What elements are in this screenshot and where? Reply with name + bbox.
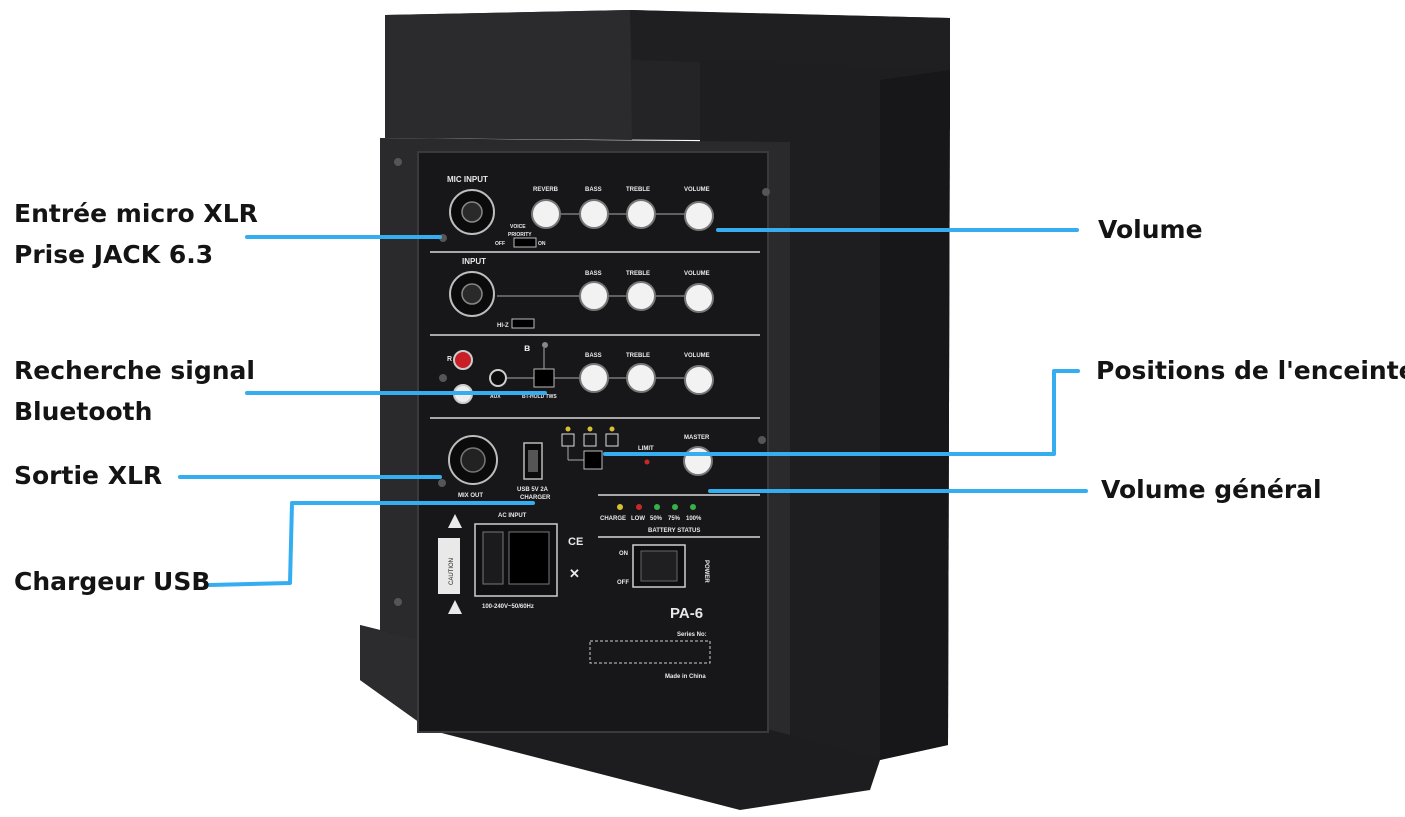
bt-hold-label: BT-HOLD TWS — [522, 394, 557, 400]
battery-50-label: 50% — [650, 516, 663, 522]
priority-label: PRIORITY — [508, 232, 532, 238]
callout-mic-input: Entrée micro XLR Prise JACK 6.3 — [14, 193, 258, 275]
weee-icon: ✕ — [569, 566, 580, 581]
aux-label: AUX — [490, 394, 501, 400]
aux-jack — [489, 369, 507, 387]
callout-positions: Positions de l'enceinte — [1096, 356, 1405, 385]
hiz-switch[interactable] — [511, 318, 535, 329]
warning-icon-top — [448, 514, 462, 528]
reverb-label: REVERB — [533, 187, 559, 193]
mic-input-label: MIC INPUT — [447, 175, 488, 184]
volume-knob-3[interactable] — [684, 365, 714, 395]
leader-usb — [208, 501, 535, 587]
voltage-label: 100-240V~50/60Hz — [482, 604, 534, 610]
battery-status-label: BATTERY STATUS — [648, 528, 700, 534]
limit-led — [644, 459, 650, 465]
master-label: MASTER — [684, 435, 710, 441]
reverb-knob[interactable] — [531, 199, 561, 229]
input-label: INPUT — [462, 257, 486, 266]
r-label: R — [447, 356, 452, 363]
callout-mic-input-line1: Entrée micro XLR — [14, 199, 258, 228]
usb-label-line2: CHARGER — [520, 495, 551, 501]
treble-label-3: TREBLE — [626, 353, 650, 359]
off-label: OFF — [495, 241, 505, 247]
charge-label: CHARGE — [600, 516, 626, 522]
bass-label-2: BASS — [585, 271, 602, 277]
callout-master: Volume général — [1101, 475, 1322, 504]
bass-label-3: BASS — [585, 353, 602, 359]
treble-knob[interactable] — [626, 199, 656, 229]
on-label: ON — [538, 241, 546, 247]
ac-input-label: AC INPUT — [498, 513, 527, 519]
voice-priority-switch[interactable] — [513, 237, 537, 248]
treble-label: TREBLE — [626, 187, 650, 193]
hiz-label: HI-Z — [497, 323, 509, 329]
callout-volume: Volume — [1098, 215, 1203, 244]
bass-knob-3[interactable] — [579, 363, 609, 393]
treble-label-2: TREBLE — [626, 271, 650, 277]
mix-out-label: MIX OUT — [458, 493, 483, 499]
battery-100-label: 100% — [686, 516, 702, 522]
callout-bluetooth-line1: Recherche signal — [14, 356, 255, 385]
callout-usb: Chargeur USB — [14, 567, 211, 596]
leader-lines — [178, 228, 1088, 587]
callout-mic-input-line2: Prise JACK 6.3 — [14, 240, 214, 269]
volume-label: VOLUME — [684, 187, 710, 193]
bluetooth-icon: ʙ — [524, 343, 530, 354]
bass-label: BASS — [585, 187, 602, 193]
voice-label: VOICE — [510, 224, 526, 230]
made-in-label: Made in China — [665, 674, 706, 680]
power-on-label: ON — [619, 551, 628, 557]
caution-label: CAUTION — [449, 558, 455, 585]
warning-icon-bottom — [448, 600, 462, 614]
master-knob[interactable] — [683, 446, 713, 476]
callout-xlr-out: Sortie XLR — [14, 461, 163, 490]
bass-knob[interactable] — [579, 199, 609, 229]
treble-knob-3[interactable] — [626, 363, 656, 393]
volume-knob[interactable] — [684, 201, 714, 231]
control-panel: MIC INPUT VOICE PRIORITY OFF ON REVERB B… — [394, 151, 770, 733]
series-no-label: Series No: — [677, 632, 707, 638]
low-label: LOW — [631, 516, 645, 522]
rca-right-jack — [453, 350, 473, 370]
battery-75-label: 75% — [668, 516, 681, 522]
bass-knob-2[interactable] — [579, 281, 609, 311]
bt-hold-button[interactable] — [533, 368, 555, 388]
callout-bluetooth-line2: Bluetooth — [14, 397, 153, 426]
model-label: PA-6 — [670, 605, 703, 622]
volume-label-2: VOLUME — [684, 271, 710, 277]
volume-label-3: VOLUME — [684, 353, 710, 359]
volume-knob-2[interactable] — [684, 283, 714, 313]
serial-number-box — [589, 640, 711, 664]
ce-mark: CE — [568, 536, 583, 548]
position-selector-button[interactable] — [583, 450, 603, 470]
position-icon-tilted — [605, 433, 619, 447]
position-icon-horizontal — [583, 433, 597, 447]
limit-label: LIMIT — [638, 446, 654, 452]
power-label: POWER — [703, 560, 709, 583]
callout-bluetooth: Recherche signal Bluetooth — [14, 350, 255, 432]
usb-label-line1: USB 5V 2A — [517, 487, 549, 493]
power-off-label: OFF — [617, 580, 629, 586]
leader-positions — [603, 369, 1080, 456]
treble-knob-2[interactable] — [626, 281, 656, 311]
